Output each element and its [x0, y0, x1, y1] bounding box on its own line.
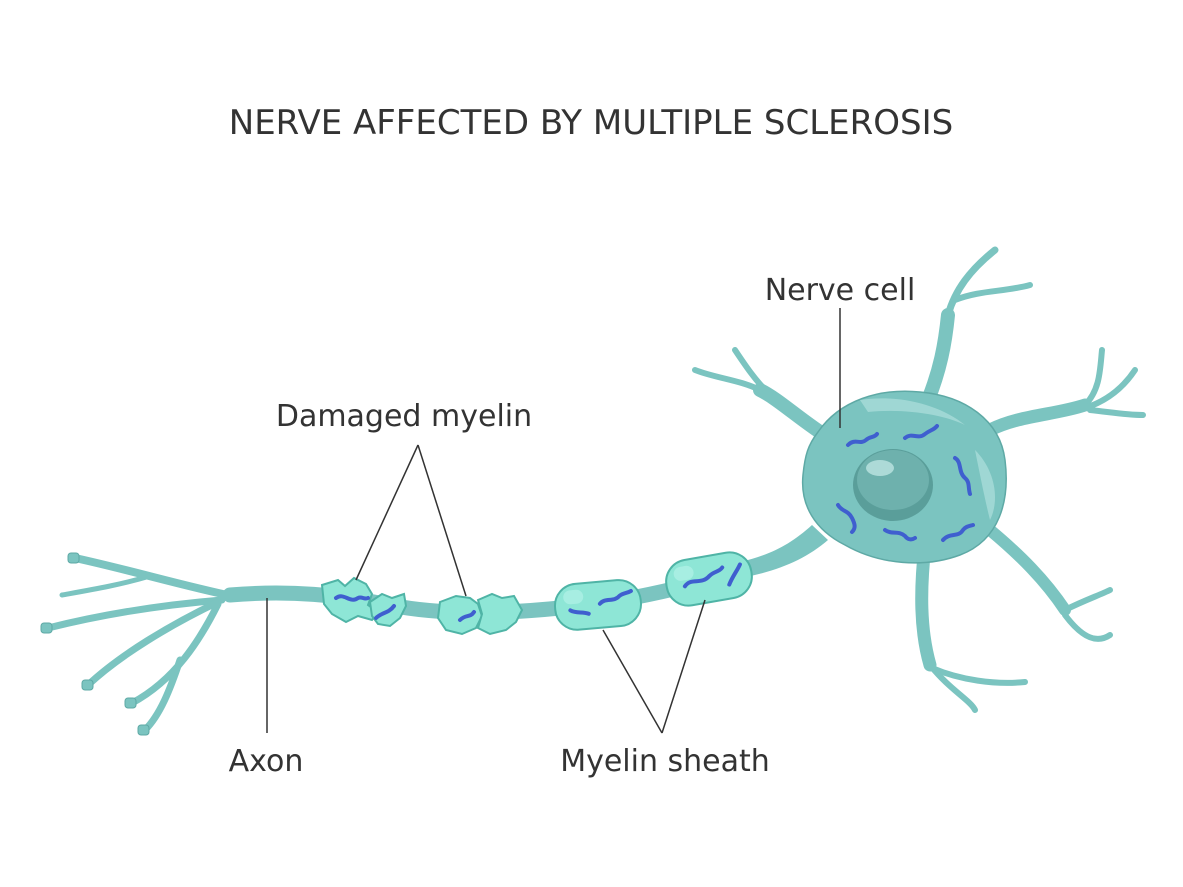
label-damaged-myelin: Damaged myelin — [276, 399, 532, 434]
cell-organelles — [836, 424, 975, 542]
damaged-myelin-1 — [320, 576, 408, 628]
leader-lines — [266, 308, 841, 734]
damaged-myelin-2 — [436, 592, 524, 636]
label-axon: Axon — [229, 744, 304, 779]
label-myelin-sheath: Myelin sheath — [560, 744, 770, 779]
nerve-cell-body — [801, 390, 1007, 564]
leader-myelin-sheath-1 — [602, 629, 663, 734]
label-nerve-cell: Nerve cell — [765, 273, 916, 308]
leader-damaged-myelin-2 — [417, 444, 467, 597]
leader-damaged-myelin-1 — [355, 444, 419, 581]
leader-myelin-sheath-2 — [661, 599, 706, 734]
myelin-sheath-2 — [553, 579, 643, 631]
myelin-sheath-1 — [665, 551, 753, 607]
diagram-title: NERVE AFFECTED BY MULTIPLE SCLEROSIS — [229, 103, 953, 143]
